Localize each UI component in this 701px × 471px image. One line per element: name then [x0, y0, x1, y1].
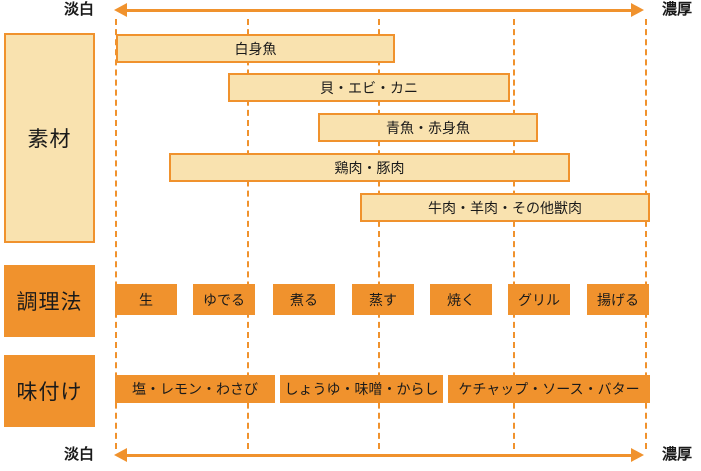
- grid-dashed-line: [115, 19, 117, 449]
- axis-line-bottom: [126, 454, 634, 457]
- grid-dashed-line: [247, 19, 249, 449]
- method-chip: 生: [115, 284, 177, 315]
- method-chip: ゆでる: [193, 284, 255, 315]
- seasoning-chip: しょうゆ・味噌・からし: [280, 375, 443, 403]
- seasoning-chip: ケチャップ・ソース・バター: [448, 375, 650, 403]
- grid-dashed-line: [513, 19, 515, 449]
- axis-label-rich-bottom: 濃厚: [662, 446, 693, 463]
- method-chip: 焼く: [430, 284, 492, 315]
- left-arrowhead-icon: [114, 448, 127, 462]
- axis-label-light-bottom: 淡白: [64, 446, 95, 463]
- right-arrowhead-icon: [631, 3, 644, 17]
- section-label-methods: 調理法: [4, 265, 95, 337]
- axis-label-light-top: 淡白: [64, 1, 95, 18]
- method-chip: 蒸す: [352, 284, 414, 315]
- axis-label-rich-top: 濃厚: [662, 1, 693, 18]
- grid-dashed-line: [378, 19, 380, 449]
- material-bar: 青魚・赤身魚: [318, 113, 538, 142]
- method-chip: グリル: [508, 284, 570, 315]
- section-label-materials: 素材: [4, 33, 95, 243]
- method-chip: 揚げる: [587, 284, 649, 315]
- right-arrowhead-icon: [631, 448, 644, 462]
- axis-line-top: [126, 9, 634, 12]
- material-bar: 白身魚: [116, 34, 395, 63]
- grid-dashed-line: [645, 19, 647, 449]
- seasoning-chip: 塩・レモン・わさび: [115, 375, 275, 403]
- left-arrowhead-icon: [114, 3, 127, 17]
- section-label-seasonings: 味付け: [4, 355, 95, 427]
- material-bar: 鶏肉・豚肉: [169, 153, 570, 182]
- material-bar: 牛肉・羊肉・その他獣肉: [360, 193, 650, 222]
- method-chip: 煮る: [273, 284, 335, 315]
- material-bar: 貝・エビ・カニ: [228, 73, 510, 102]
